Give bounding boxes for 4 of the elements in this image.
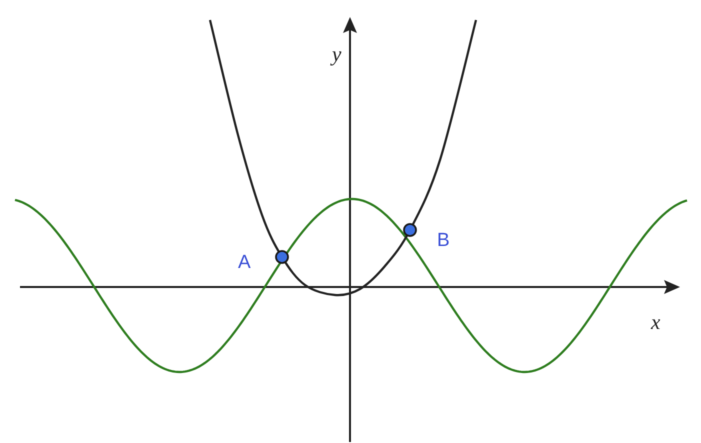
point-label: B [437,231,450,250]
axis-label: x [651,312,660,333]
axis-label: y [332,44,342,65]
point-label: A [238,253,251,272]
